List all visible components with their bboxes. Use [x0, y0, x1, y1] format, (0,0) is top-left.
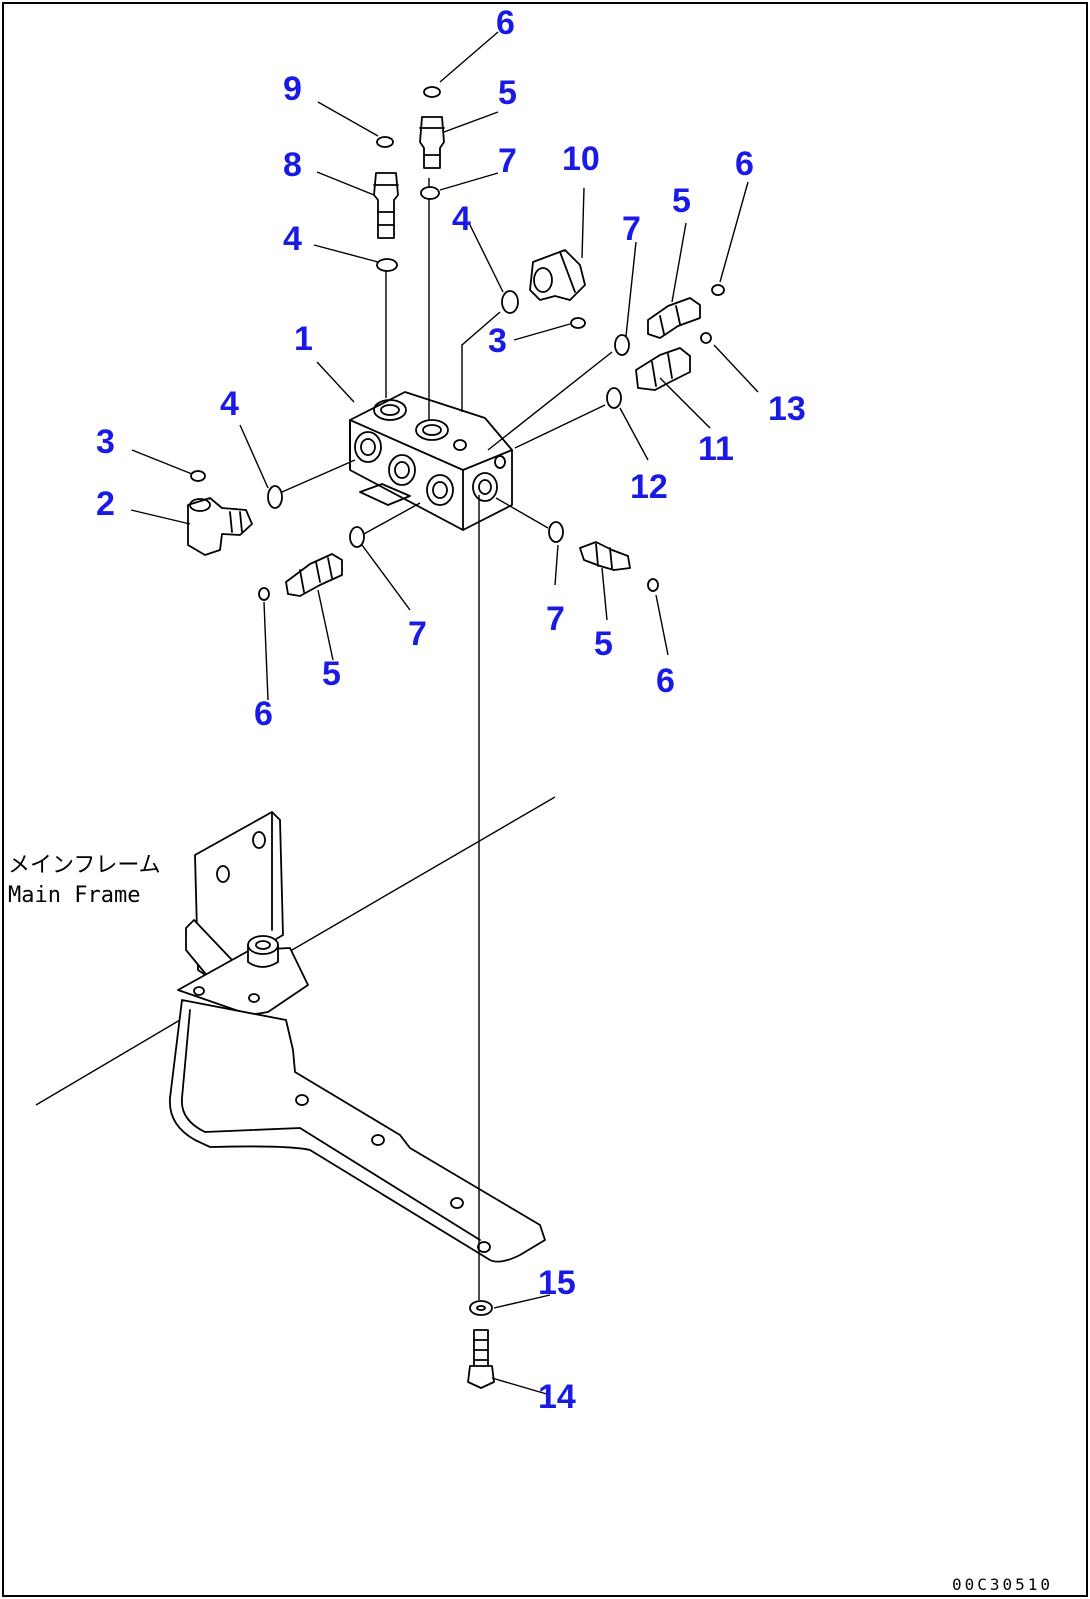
callout-8: 8 — [283, 146, 302, 184]
callout-9: 9 — [283, 70, 302, 108]
callout-7: 7 — [408, 615, 427, 653]
callout-5: 5 — [322, 655, 341, 693]
callout-5: 5 — [594, 625, 613, 663]
callout-3: 3 — [96, 423, 115, 461]
valve-block — [349, 391, 513, 531]
frame-line-lower — [35, 1019, 181, 1106]
callout-7: 7 — [546, 600, 565, 638]
left-fittings — [187, 459, 356, 556]
bolt-and-washer — [467, 1300, 495, 1389]
callout-15: 15 — [538, 1264, 576, 1302]
main-frame-label-en: Main Frame — [8, 883, 140, 908]
upper-right-fittings — [461, 249, 586, 412]
callout-3: 3 — [488, 322, 507, 360]
callout-10: 10 — [562, 140, 600, 178]
main-frame-label-jp: メインフレーム — [8, 853, 161, 878]
drawing-code: 00C30510 — [952, 1575, 1053, 1594]
callout-4: 4 — [452, 200, 471, 238]
callout-12: 12 — [630, 468, 668, 506]
frame-line-upper — [279, 796, 556, 958]
callout-6: 6 — [496, 4, 515, 42]
callout-2: 2 — [96, 485, 115, 523]
leader-lines — [130, 31, 759, 1396]
callout-4: 4 — [220, 385, 239, 423]
main-frame-bracket — [35, 796, 556, 1263]
callout-4: 4 — [283, 220, 302, 258]
callout-13: 13 — [768, 390, 806, 428]
callout-6: 6 — [254, 695, 273, 733]
callout-14: 14 — [538, 1378, 576, 1416]
callout-5: 5 — [672, 182, 691, 220]
callout-7: 7 — [498, 142, 517, 180]
lower-fittings — [258, 497, 659, 601]
callout-11: 11 — [698, 430, 734, 468]
callout-7: 7 — [622, 210, 641, 248]
callout-1: 1 — [294, 320, 313, 358]
top-fittings — [373, 86, 445, 420]
callout-labels: 6 9 5 8 7 10 6 4 4 5 7 3 1 13 4 11 3 12 … — [96, 4, 806, 1416]
callout-6: 6 — [656, 662, 675, 700]
right-fittings — [487, 284, 725, 451]
callout-5: 5 — [498, 74, 517, 112]
callout-6: 6 — [735, 145, 754, 183]
